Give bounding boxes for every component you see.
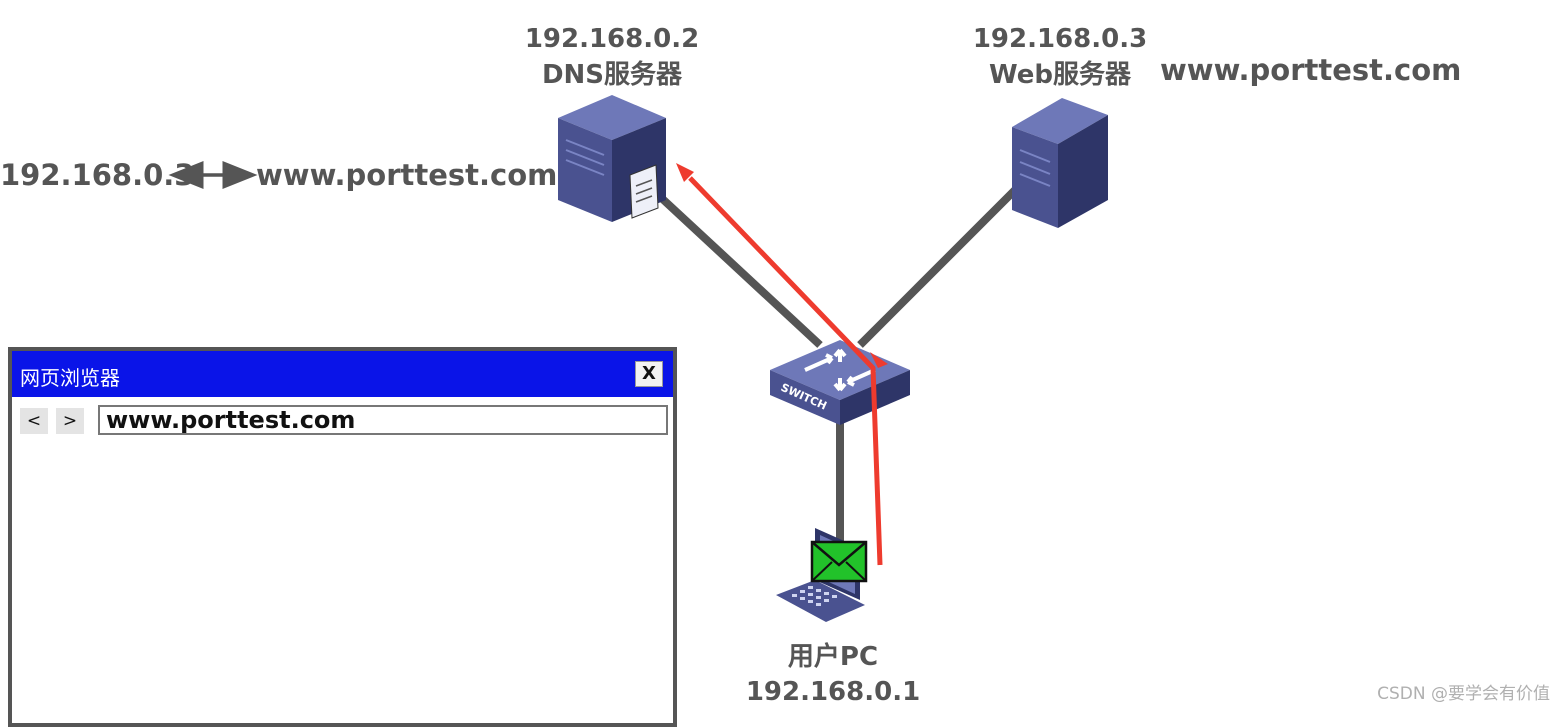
mail-envelope-icon [810, 540, 868, 583]
web-server-domain: www.porttest.com [1160, 53, 1461, 87]
address-bar[interactable]: www.porttest.com [98, 405, 668, 435]
dns-server-name: DNS服务器 [542, 60, 683, 90]
close-button[interactable]: X [635, 361, 663, 387]
network-diagram: SWITCH 192.168.0.2 DNS服务器 192.168.0.3 We… [0, 24, 1461, 707]
web-server-ip: 192.168.0.3 [973, 24, 1147, 54]
back-button[interactable]: < [20, 408, 48, 434]
browser-title: 网页浏览器 [20, 366, 120, 390]
dns-record-ip: 192.168.0.3 [0, 158, 194, 192]
browser-titlebar: 网页浏览器 X [12, 351, 673, 397]
link-web-switch [857, 182, 1023, 348]
web-server-icon [1012, 98, 1108, 228]
forward-button[interactable]: > [56, 408, 84, 434]
web-server-name: Web服务器 [989, 60, 1132, 90]
dns-record-domain: www.porttest.com [256, 158, 557, 192]
browser-window: 网页浏览器 X < > www.porttest.com [8, 347, 677, 727]
link-dns-switch [652, 189, 823, 348]
watermark: CSDN @要学会有价值 [1377, 684, 1550, 704]
dns-server-icon [558, 95, 666, 222]
user-pc-ip: 192.168.0.1 [746, 677, 920, 707]
dns-query-arrow [676, 163, 888, 566]
user-pc-name: 用户PC [788, 641, 878, 672]
dns-server-ip: 192.168.0.2 [525, 24, 699, 54]
switch-icon: SWITCH [770, 340, 910, 425]
